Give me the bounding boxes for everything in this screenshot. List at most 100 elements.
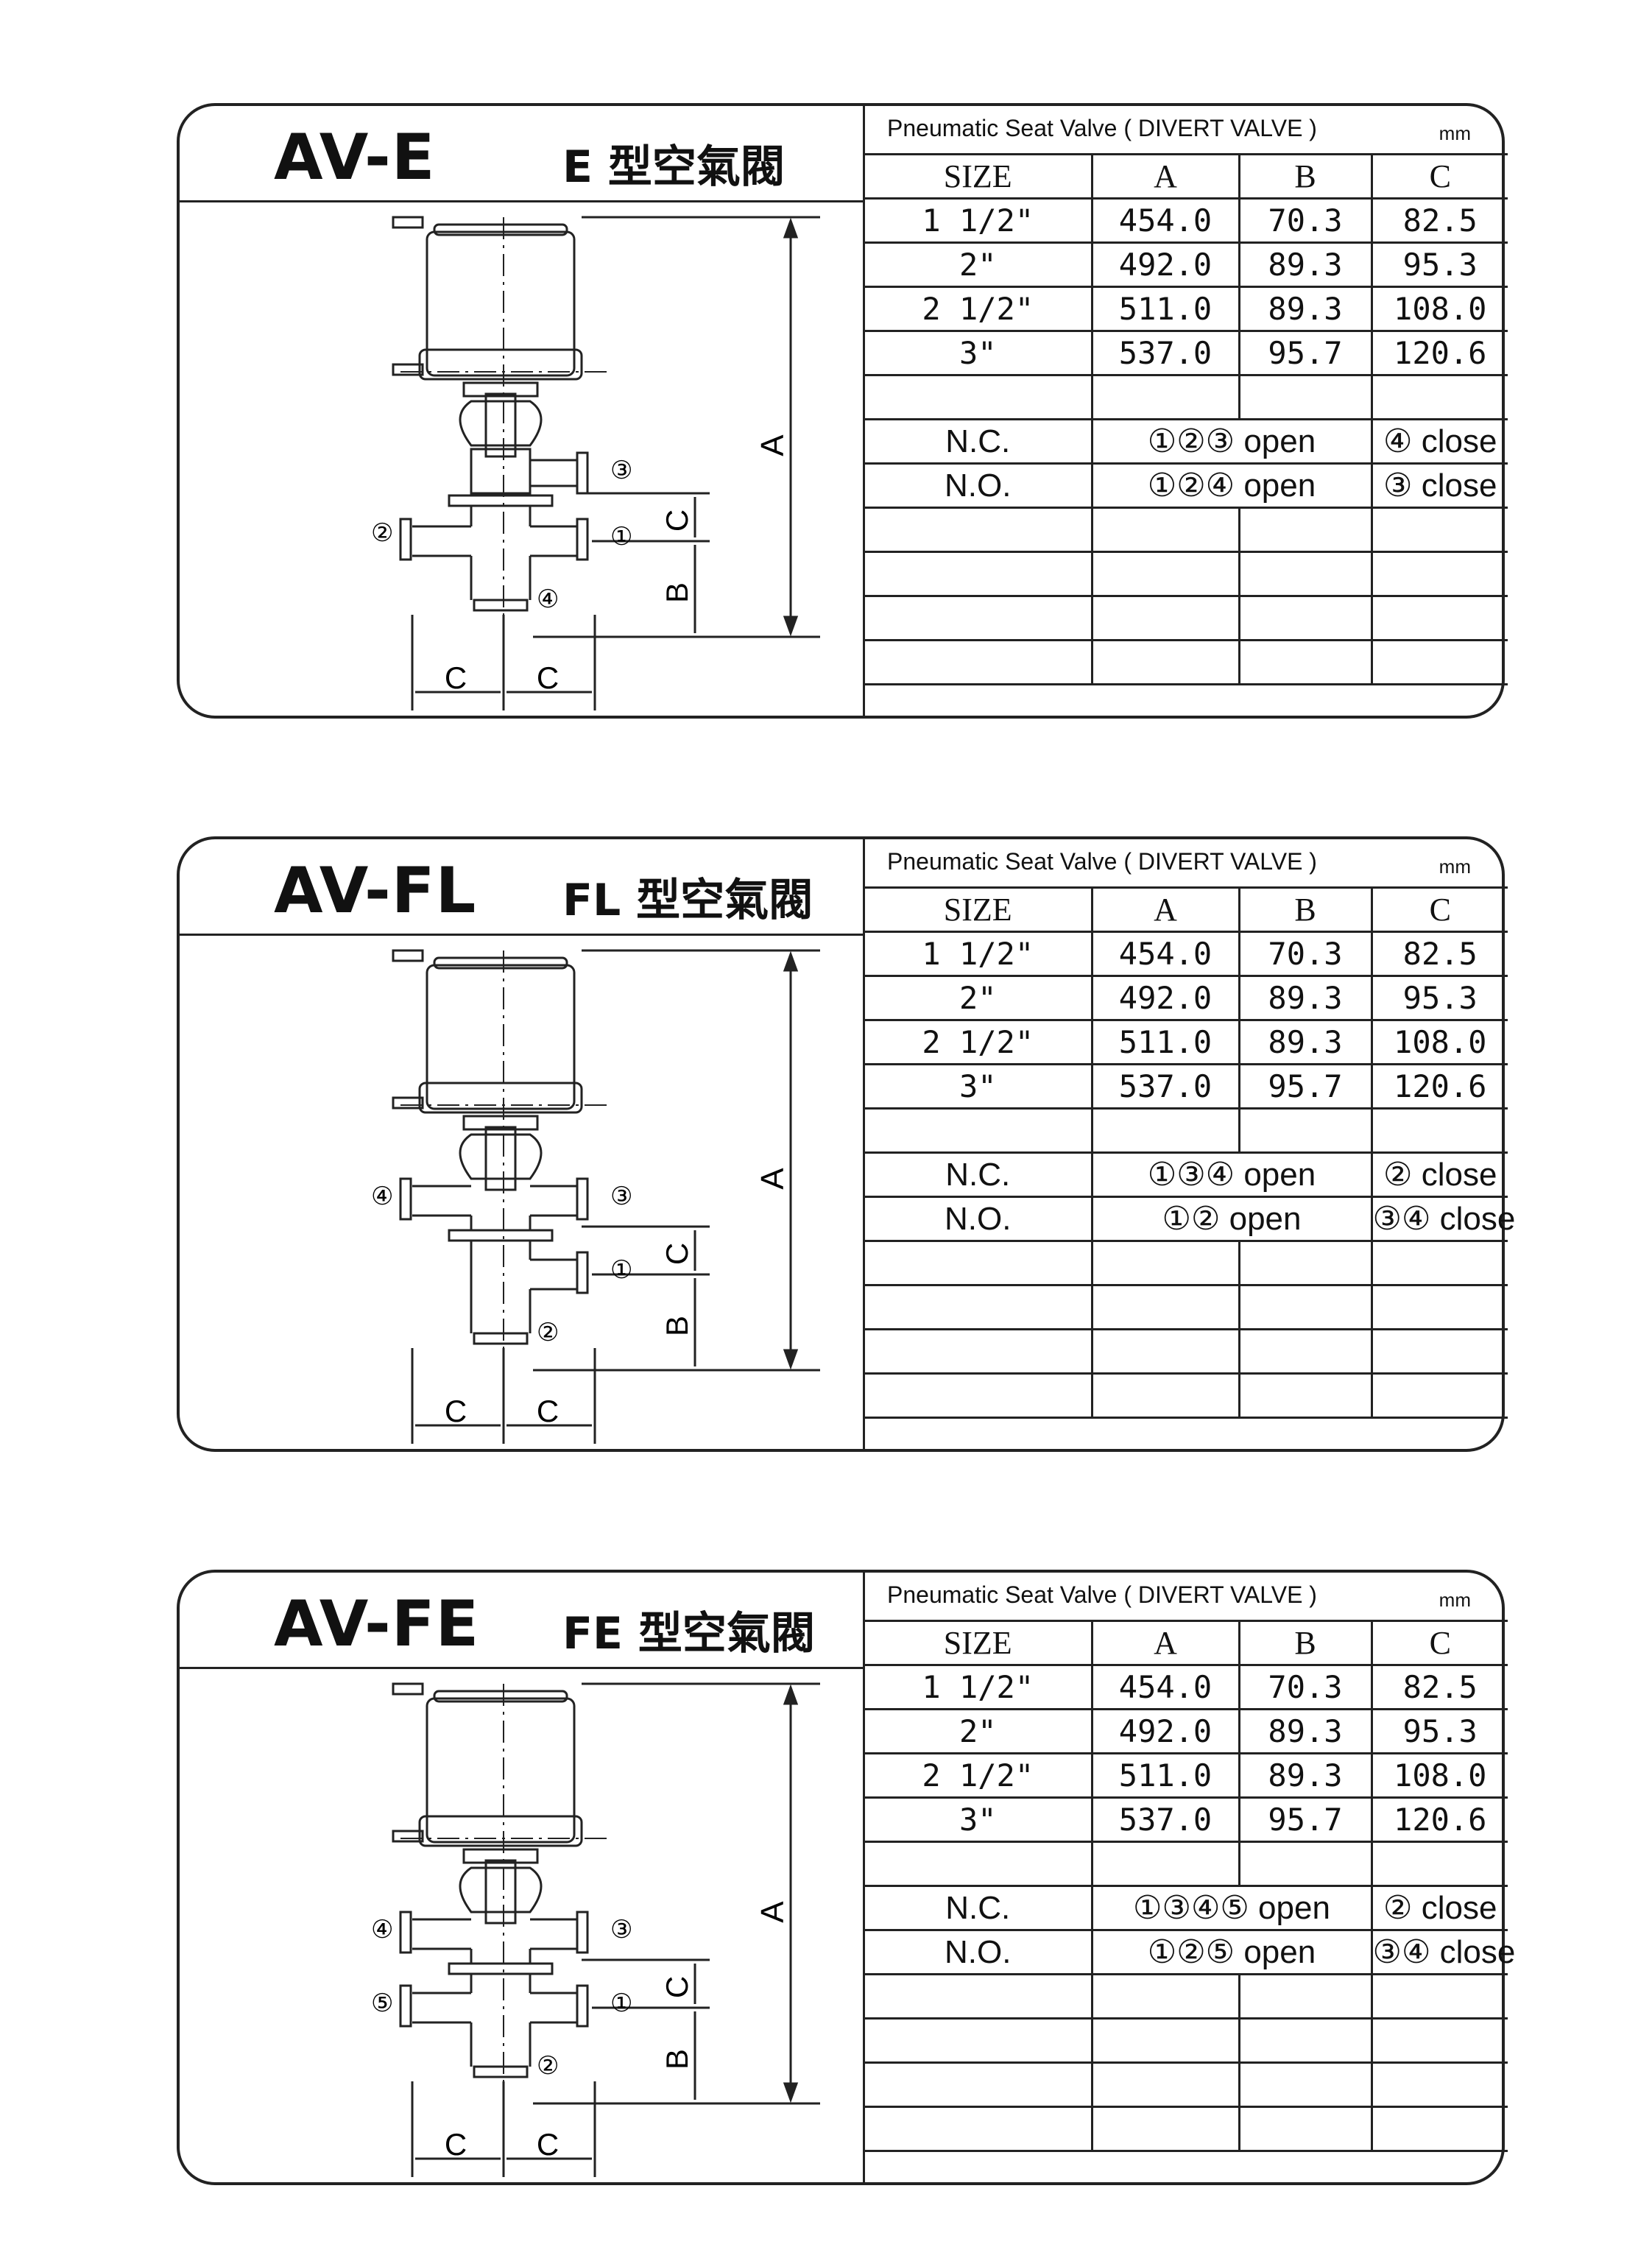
product-card-av-fe: AV-FE FE 型空氣閥	[177, 1570, 1515, 2185]
state-row-no: N.O. ①②⑤ open ③④ close	[865, 1929, 1515, 1975]
unit-label: mm	[1439, 122, 1471, 144]
value-cell: 70.3	[1238, 197, 1373, 244]
value-cell: 95.7	[1238, 1796, 1373, 1843]
unit-label: mm	[1439, 856, 1471, 878]
product-card-av-e: AV-E E 型空氣閥	[177, 103, 1508, 719]
table-row: 1 1/2" 454.0 70.3 82.5	[865, 1664, 1508, 1710]
open-ports-cell: ①②④ open	[1090, 462, 1373, 509]
value-cell: 108.0	[1370, 286, 1508, 332]
product-card-av-fl: AV-FL FL 型空氣閥	[177, 836, 1515, 1452]
value-cell: 120.6	[1370, 330, 1508, 376]
column-header-a: A	[1090, 886, 1240, 933]
port-label: ②	[371, 519, 393, 547]
empty-row	[865, 1328, 1508, 1375]
size-cell: 3"	[865, 1063, 1093, 1110]
state-row-nc: N.C. ①②③ open ④ close	[865, 418, 1508, 465]
value-cell: 89.3	[1238, 241, 1373, 288]
open-ports-cell: ①② open	[1090, 1196, 1373, 1242]
column-header-size: SIZE	[865, 886, 1093, 933]
model-subtitle: E 型空氣閥	[562, 141, 785, 193]
table-row: 1 1/2" 454.0 70.3 82.5	[865, 197, 1508, 244]
dimension-label-b: B	[660, 2049, 694, 2070]
port-label: ④	[537, 585, 559, 613]
value-cell: 108.0	[1370, 1752, 1508, 1799]
dimension-label-a: A	[755, 1901, 791, 1923]
empty-row	[865, 1284, 1508, 1330]
close-ports-cell: ③④ close	[1370, 1929, 1515, 1975]
column-header-c: C	[1370, 886, 1508, 933]
table-caption-row: Pneumatic Seat Valve ( DIVERT VALVE ) mm	[865, 106, 1508, 155]
mode-cell: N.O.	[865, 462, 1093, 509]
empty-row	[865, 1240, 1508, 1286]
column-header-a: A	[1090, 153, 1240, 200]
dimension-label-c: C	[660, 509, 694, 532]
dimension-label-c-left: C	[445, 660, 467, 695]
column-header-size: SIZE	[865, 1620, 1093, 1666]
value-cell: 95.3	[1370, 975, 1508, 1021]
table-row: 2 1/2" 511.0 89.3 108.0	[865, 1752, 1508, 1799]
close-ports-cell: ④ close	[1370, 418, 1508, 465]
dimension-label-c: C	[660, 1976, 694, 1998]
column-divider	[863, 106, 865, 716]
port-label: ④	[371, 1182, 393, 1210]
value-cell: 89.3	[1238, 1019, 1373, 1065]
close-ports-cell: ② close	[1370, 1885, 1508, 1931]
state-row-no: N.O. ①② open ③④ close	[865, 1196, 1515, 1242]
value-cell: 89.3	[1238, 975, 1373, 1021]
value-cell: 82.5	[1370, 931, 1508, 977]
size-cell: 2 1/2"	[865, 1019, 1093, 1065]
dimension-label-b: B	[660, 582, 694, 603]
column-header-c: C	[1370, 1620, 1508, 1666]
value-cell: 537.0	[1090, 330, 1240, 376]
dimension-label-c: C	[660, 1243, 694, 1265]
table-caption: Pneumatic Seat Valve ( DIVERT VALVE )	[887, 115, 1317, 141]
port-label: ①	[610, 1989, 632, 2017]
column-divider	[863, 839, 865, 1449]
size-cell: 3"	[865, 1796, 1093, 1843]
size-cell: 1 1/2"	[865, 197, 1093, 244]
mode-cell: N.C.	[865, 418, 1093, 465]
valve-drawing-av-fe: A C B C C ④ ③ ⑤ ① ②	[371, 1682, 820, 2177]
state-row-nc: N.C. ①③④ open ② close	[865, 1151, 1508, 1198]
value-cell: 492.0	[1090, 241, 1240, 288]
value-cell: 95.7	[1238, 330, 1373, 376]
valve-drawing-av-fl: A C B C C ④ ③ ① ②	[371, 949, 820, 1444]
mode-cell: N.O.	[865, 1929, 1093, 1975]
size-cell: 2 1/2"	[865, 286, 1093, 332]
value-cell: 511.0	[1090, 1019, 1240, 1065]
mode-cell: N.C.	[865, 1885, 1093, 1931]
port-label: ⑤	[371, 1989, 393, 2017]
table-row: 2" 492.0 89.3 95.3	[865, 975, 1508, 1021]
table-header-row: SIZE A B C	[865, 1620, 1508, 1666]
empty-row	[865, 507, 1508, 553]
empty-row	[865, 1841, 1508, 1887]
table-row: 3" 537.0 95.7 120.6	[865, 330, 1508, 376]
table-caption-row: Pneumatic Seat Valve ( DIVERT VALVE ) mm	[865, 839, 1508, 889]
value-cell: 120.6	[1370, 1796, 1508, 1843]
port-label: ②	[537, 2052, 559, 2080]
value-cell: 95.7	[1238, 1063, 1373, 1110]
value-cell: 454.0	[1090, 1664, 1240, 1710]
value-cell: 95.3	[1370, 241, 1508, 288]
mode-cell: N.O.	[865, 1196, 1093, 1242]
column-header-a: A	[1090, 1620, 1240, 1666]
size-cell: 2 1/2"	[865, 1752, 1093, 1799]
value-cell: 511.0	[1090, 1752, 1240, 1799]
value-cell: 492.0	[1090, 975, 1240, 1021]
column-divider	[863, 1573, 865, 2182]
dimension-label-a: A	[755, 1168, 791, 1190]
open-ports-cell: ①③④⑤ open	[1090, 1885, 1373, 1931]
open-ports-cell: ①②⑤ open	[1090, 1929, 1373, 1975]
empty-row	[865, 374, 1508, 420]
close-ports-cell: ② close	[1370, 1151, 1508, 1198]
column-header-b: B	[1238, 1620, 1373, 1666]
model-subtitle: FE 型空氣閥	[562, 1608, 815, 1659]
mode-cell: N.C.	[865, 1151, 1093, 1198]
port-label: ③	[610, 456, 632, 484]
dimension-label-c-left: C	[445, 2127, 467, 2162]
empty-row	[865, 595, 1508, 641]
empty-row	[865, 2106, 1508, 2152]
empty-row	[865, 639, 1508, 685]
size-cell: 2"	[865, 975, 1093, 1021]
column-header-b: B	[1238, 153, 1373, 200]
